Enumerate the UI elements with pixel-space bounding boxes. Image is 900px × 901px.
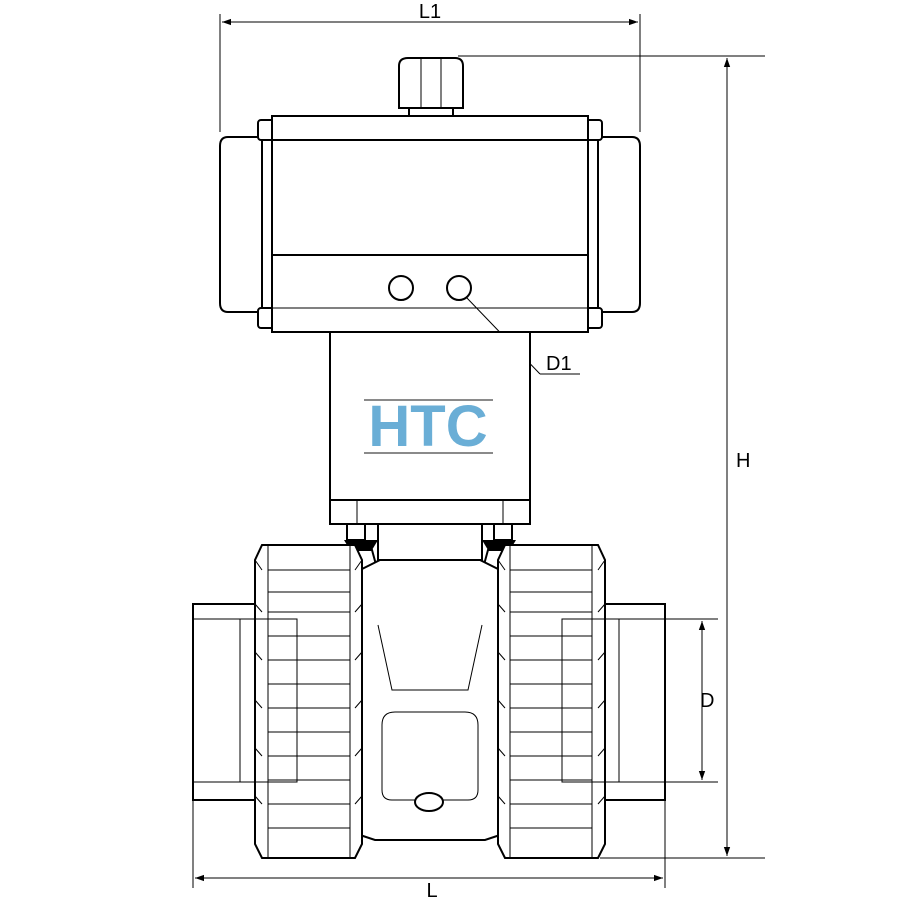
air-port-right	[446, 275, 472, 301]
htc-logo: HTC	[364, 394, 493, 459]
actuator-body	[219, 115, 641, 333]
valve-body	[359, 559, 501, 841]
bolt-right	[493, 523, 513, 541]
dimension-l-label: L	[426, 880, 437, 901]
bolt-left	[346, 523, 366, 541]
dimension-l1-label: L1	[419, 1, 441, 23]
dimension-d1-label: D1	[546, 353, 572, 375]
mounting-bracket	[329, 331, 531, 525]
logo-text: HTC	[368, 394, 487, 459]
dimension-l1: L1	[219, 1, 641, 132]
dimension-d-label: D	[700, 690, 714, 712]
union-nut-left	[239, 544, 363, 859]
dimension-l: L	[192, 800, 666, 901]
dimension-h-label: H	[736, 450, 750, 472]
pipe-ends	[192, 603, 666, 801]
drain-hole	[414, 792, 444, 812]
position-indicator	[398, 57, 464, 117]
dimension-h: H	[458, 55, 765, 859]
air-port-left	[388, 275, 414, 301]
union-nut-right	[497, 544, 620, 859]
